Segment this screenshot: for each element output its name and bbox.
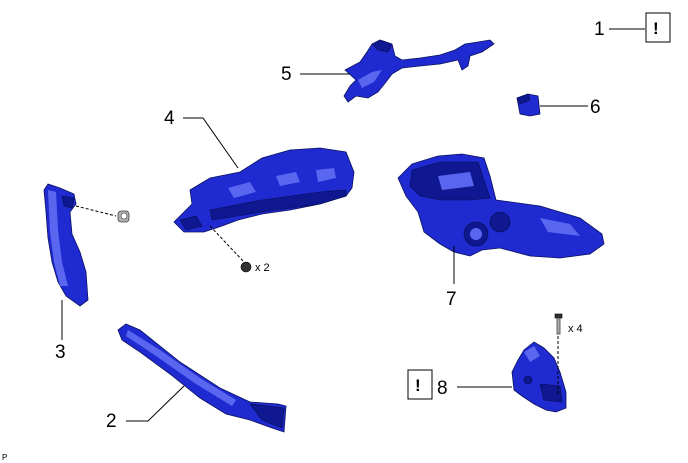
bolt-icon (554, 313, 563, 319)
callout-5-group: 5 (281, 64, 350, 85)
leader-line-2 (126, 385, 185, 422)
screw-4-group: x 2 (209, 225, 270, 274)
part-3-garnish (43, 183, 89, 307)
bolt-shaft (556, 317, 561, 335)
warning-box-8[interactable] (407, 369, 433, 400)
part-4-panel (173, 147, 355, 233)
part-8-shift-assembly (511, 341, 567, 413)
bolt-8-group: x 4 (554, 313, 583, 396)
callout-7-group: 7 (446, 246, 457, 310)
part-7-console (397, 153, 605, 259)
callout-6-group: 6 (540, 97, 601, 118)
screw-icon (240, 261, 252, 273)
callout-6: 6 (590, 97, 601, 118)
callout-2-group: 2 (106, 385, 185, 432)
warning-icon-8: ! (415, 376, 421, 395)
callout-1-group: 1 ! (594, 12, 671, 43)
part-2-rail (117, 323, 287, 433)
callout-3: 3 (55, 342, 66, 363)
callout-7: 7 (446, 289, 457, 310)
warning-icon-1: ! (653, 19, 659, 38)
callout-8: 8 (437, 378, 448, 399)
clip-3-group (75, 205, 130, 223)
quantity-8: x 4 (568, 323, 583, 335)
part-5-rail (343, 39, 495, 103)
dashed-line-3 (75, 205, 117, 217)
callout-2: 2 (106, 411, 117, 432)
callout-4: 4 (164, 108, 175, 129)
callout-5: 5 (281, 64, 292, 85)
callout-3-group: 3 (55, 300, 66, 363)
warning-box-1[interactable] (645, 12, 671, 43)
leader-line-4 (183, 117, 239, 169)
dashed-line-4 (209, 225, 245, 263)
quantity-4: x 2 (255, 262, 270, 274)
callout-4-group: 4 (164, 108, 239, 169)
part-6-cap (516, 93, 541, 117)
callout-8-group: ! 8 (407, 369, 512, 400)
callout-1: 1 (594, 19, 605, 40)
footer-code: P (2, 453, 7, 462)
